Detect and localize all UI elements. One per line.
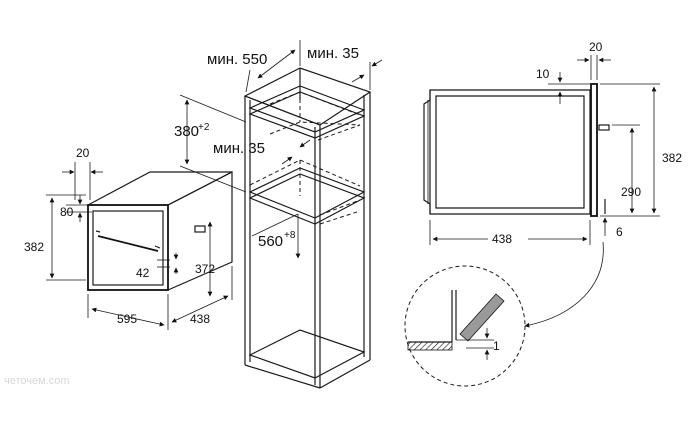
- side-dim-bottom-gap: 6: [616, 225, 623, 239]
- oven-handle: [97, 235, 159, 252]
- oven-dim-inner-height: 372: [195, 262, 215, 276]
- oven-dim-top-offset: 80: [60, 205, 74, 219]
- side-view-door: [590, 83, 598, 217]
- side-view-dimensions: 20 10 382 290 6 438: [429, 40, 682, 246]
- side-view-handle: [598, 124, 610, 131]
- cabinet-dim-min-depth: мин. 550: [207, 51, 267, 68]
- oven-top-face: [87, 171, 233, 206]
- oven-dim-handle-offset: 42: [136, 266, 150, 280]
- oven-dim-width: 595: [117, 312, 137, 326]
- detail-view: 1: [404, 265, 526, 387]
- detail-circle: [404, 265, 526, 387]
- cabinet-dim-shelf-gap: 380: [174, 123, 199, 140]
- detail-floor-hatch: [407, 341, 453, 351]
- oven-handle-mount-right: [154, 245, 161, 249]
- side-dim-total-height: 382: [662, 151, 682, 165]
- cabinet-dim-min-gap-inner: мин. 35: [213, 140, 265, 157]
- oven-dim-height: 382: [24, 240, 44, 254]
- cabinet-dim-shelf-gap-tol: +2: [198, 122, 210, 133]
- oven-dimensions: 20 80 382 595 438 372 42: [24, 146, 233, 330]
- oven-door: [92, 210, 164, 286]
- detail-leader-arrow: [524, 241, 604, 328]
- oven-side-face: [167, 171, 233, 291]
- cabinet-dim-min-gap-back: мин. 35: [307, 45, 359, 62]
- cabinet-shelf: [248, 167, 366, 219]
- detail-door-panel: [459, 293, 505, 342]
- side-dim-top-gap: 10: [536, 67, 550, 81]
- oven-dim-depth-top: 20: [76, 146, 90, 160]
- side-dim-door-thickness: 20: [589, 40, 603, 54]
- side-view-drawing: [423, 83, 610, 217]
- cabinet-dim-niche-width: 560: [258, 233, 283, 250]
- watermark: четочем.com: [4, 375, 70, 387]
- oven-dim-depth: 438: [190, 312, 210, 326]
- oven-front-face: [87, 204, 169, 291]
- oven-drawing: [87, 171, 233, 291]
- oven-bracket: [194, 225, 206, 233]
- cabinet-top: [243, 67, 372, 126]
- cabinet-dimensions: мин. 550 мин. 35 380 +2 мин. 35 560 +8: [174, 40, 383, 259]
- side-dim-lower-height: 290: [621, 185, 641, 199]
- detail-dim-gap: 1: [493, 339, 500, 353]
- oven-handle-mount-left: [95, 230, 101, 233]
- side-dim-depth: 438: [492, 232, 512, 246]
- cabinet-dim-niche-width-tol: +8: [284, 230, 296, 241]
- cabinet-drawing: [243, 67, 372, 389]
